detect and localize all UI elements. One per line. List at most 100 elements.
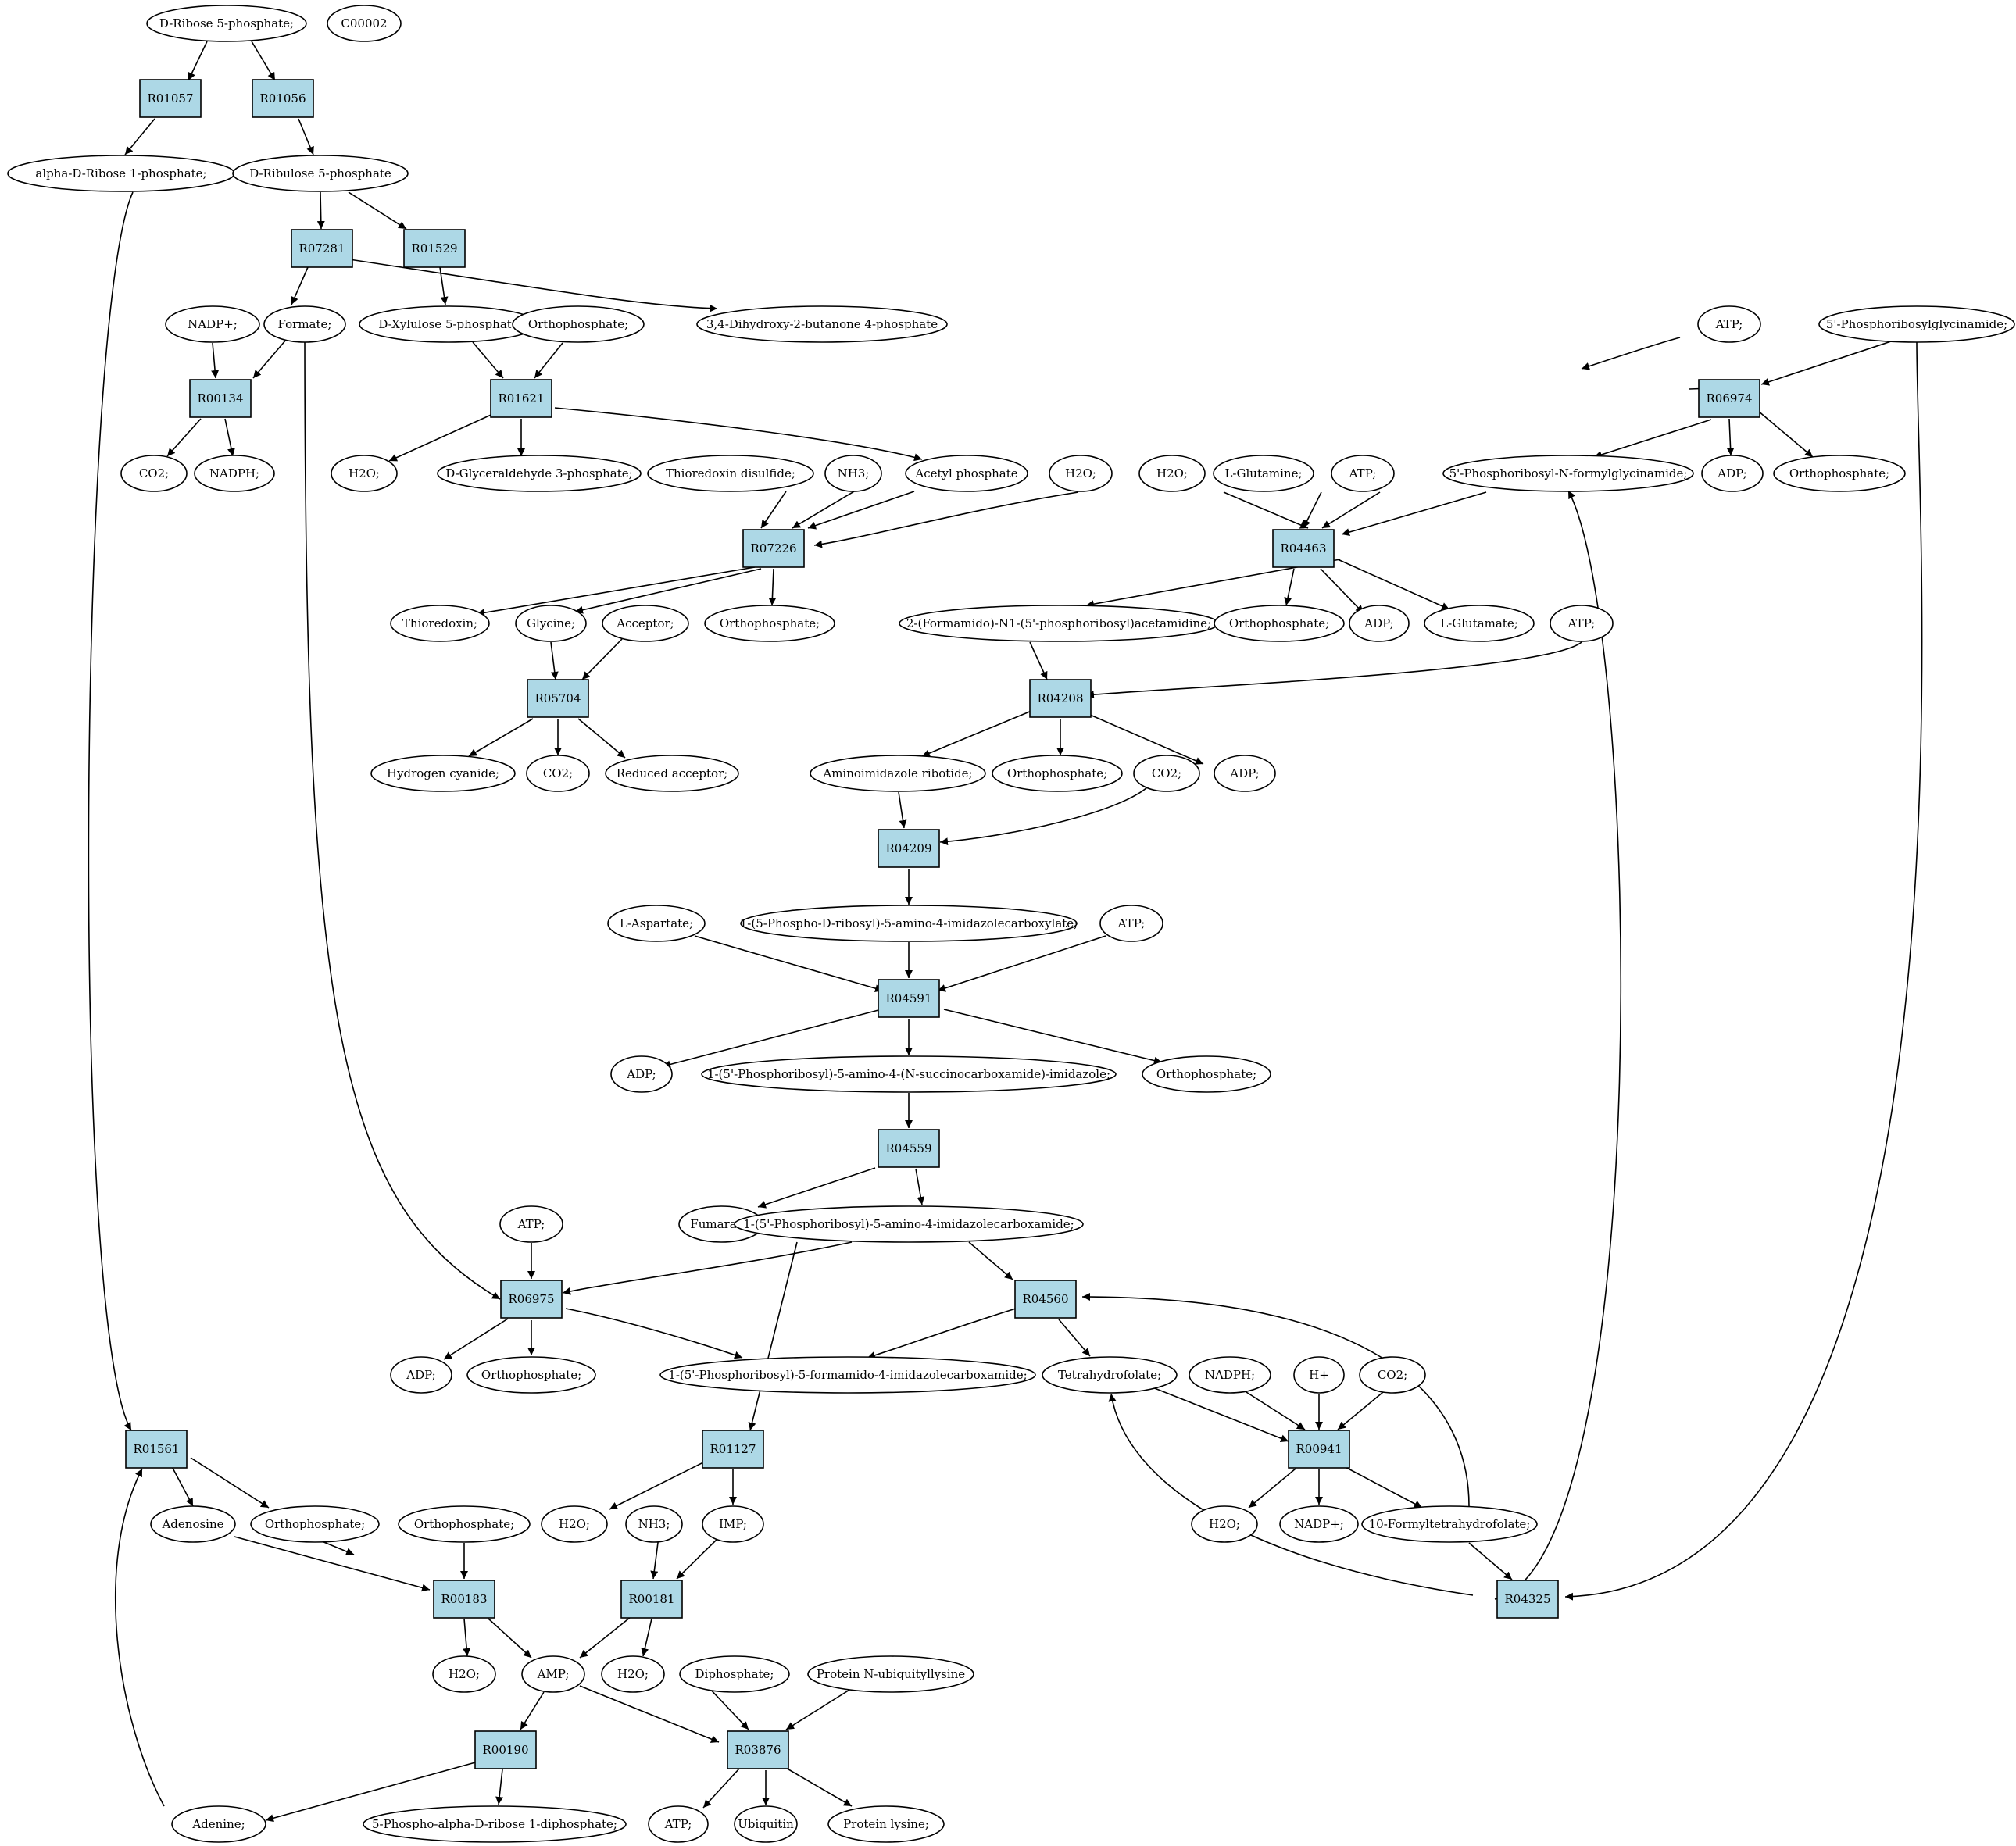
compound-node[interactable]: ADP; — [1701, 455, 1764, 492]
compound-node[interactable]: ADP; — [610, 1055, 673, 1093]
reaction-node[interactable]: R04463 — [1272, 529, 1335, 568]
compound-node[interactable]: Adenine; — [171, 1805, 266, 1843]
compound-node[interactable]: H2O; — [331, 455, 398, 492]
compound-node[interactable]: CO2; — [1359, 1356, 1426, 1394]
compound-node[interactable]: ATP; — [1099, 905, 1163, 942]
compound-node[interactable]: Diphosphate; — [679, 1655, 790, 1693]
compound-node[interactable]: CO2; — [120, 455, 188, 492]
compound-node[interactable]: Thioredoxin; — [390, 605, 490, 642]
compound-node[interactable]: Orthophosphate; — [704, 605, 835, 642]
compound-node[interactable]: Orthophosphate; — [992, 755, 1123, 792]
compound-node[interactable]: 5'-Phosphoribosyl-N-formylglycinamide; — [1442, 455, 1694, 492]
compound-node[interactable]: Thioredoxin disulfide; — [647, 455, 814, 492]
compound-node[interactable]: ATP; — [499, 1205, 563, 1243]
compound-node[interactable]: CO2; — [526, 755, 590, 792]
compound-node[interactable]: Orthophosphate; — [1142, 1055, 1271, 1093]
compound-node[interactable]: 5-Phospho-alpha-D-ribose 1-diphosphate; — [363, 1805, 627, 1843]
compound-node[interactable]: H2O; — [1138, 455, 1206, 492]
compound-node[interactable]: Orthophosphate; — [512, 305, 645, 343]
compound-node[interactable]: ATP; — [1331, 455, 1395, 492]
compound-node[interactable]: Protein N-ubiquityllysine — [807, 1655, 974, 1693]
compound-node[interactable]: C00002 — [327, 5, 402, 42]
compound-node[interactable]: NADPH; — [194, 455, 275, 492]
compound-node[interactable]: 2-(Formamido)-N1-(5'-phosphoribosyl)acet… — [899, 605, 1219, 642]
compound-node[interactable]: Orthophosphate; — [250, 1505, 380, 1543]
compound-node[interactable]: Ubiquitin — [734, 1805, 798, 1843]
reaction-node[interactable]: R01621 — [490, 379, 552, 418]
compound-node[interactable]: H2O; — [541, 1505, 608, 1543]
compound-node[interactable]: ATP; — [1550, 605, 1614, 642]
compound-node[interactable]: L-Glutamate; — [1424, 605, 1535, 642]
reaction-node[interactable]: R06975 — [500, 1280, 563, 1319]
reaction-node[interactable]: R00941 — [1288, 1430, 1350, 1469]
compound-node[interactable]: Orthophosphate; — [466, 1356, 596, 1394]
reaction-node[interactable]: R07226 — [742, 529, 805, 568]
reaction-node[interactable]: R00190 — [474, 1730, 537, 1769]
compound-node[interactable]: Hydrogen cyanide; — [370, 755, 516, 792]
compound-node[interactable]: Reduced acceptor; — [605, 755, 739, 792]
reaction-node[interactable]: R06974 — [1698, 379, 1760, 418]
compound-node[interactable]: 1-(5'-Phosphoribosyl)-5-formamido-4-imid… — [659, 1356, 1036, 1394]
compound-node[interactable]: Acetyl phosphate — [905, 455, 1028, 492]
compound-node[interactable]: Orthophosphate; — [1773, 455, 1906, 492]
compound-node[interactable]: 3,4-Dihydroxy-2-butanone 4-phosphate — [696, 305, 948, 343]
reaction-node[interactable]: R01056 — [252, 79, 314, 118]
compound-node[interactable]: Formate; — [263, 305, 346, 343]
compound-node[interactable]: Orthophosphate; — [398, 1505, 531, 1543]
compound-node[interactable]: H2O; — [1191, 1505, 1258, 1543]
compound-node[interactable]: H+ — [1293, 1356, 1345, 1394]
compound-node[interactable]: D-Glyceraldehyde 3-phosphate; — [437, 455, 642, 492]
compound-node[interactable]: ADP; — [390, 1356, 452, 1394]
compound-node[interactable]: 1-(5'-Phosphoribosyl)-5-amino-4-(N-succi… — [701, 1055, 1117, 1093]
compound-node[interactable]: ADP; — [1214, 755, 1276, 792]
compound-node[interactable]: Glycine; — [515, 605, 587, 642]
reaction-node[interactable]: R03876 — [727, 1730, 789, 1769]
compound-node[interactable]: NADPH; — [1189, 1356, 1271, 1394]
reaction-node[interactable]: R04559 — [878, 1129, 940, 1168]
compound-node[interactable]: 10-Formyltetrahydrofolate; — [1361, 1505, 1538, 1543]
reaction-node[interactable]: R01127 — [702, 1430, 764, 1469]
reaction-node[interactable]: R00183 — [433, 1580, 495, 1619]
compound-node[interactable]: Orthophosphate; — [1214, 605, 1345, 642]
reaction-node[interactable]: R04209 — [878, 829, 940, 868]
compound-node[interactable]: IMP; — [702, 1505, 764, 1543]
compound-node[interactable]: L-Aspartate; — [607, 905, 706, 942]
compound-node[interactable]: Adenosine — [150, 1505, 236, 1543]
compound-node[interactable]: H2O; — [432, 1655, 496, 1693]
reaction-node[interactable]: R01057 — [139, 79, 202, 118]
compound-node[interactable]: NADP+; — [1279, 1505, 1359, 1543]
compound-node[interactable]: ATP; — [1697, 305, 1761, 343]
compound-node[interactable]: L-Glutamine; — [1213, 455, 1314, 492]
compound-node[interactable]: 1-(5'-Phosphoribosyl)-5-amino-4-imidazol… — [734, 1205, 1084, 1243]
edge-arrow — [662, 1009, 882, 1069]
reaction-node[interactable]: R01561 — [125, 1430, 188, 1469]
reaction-node[interactable]: R04325 — [1496, 1580, 1559, 1619]
reaction-node[interactable]: R01529 — [403, 229, 466, 268]
compound-node[interactable]: CO2; — [1133, 755, 1200, 792]
compound-node[interactable]: AMP; — [521, 1655, 585, 1693]
compound-node[interactable]: D-Ribose 5-phosphate; — [146, 5, 307, 42]
reaction-node[interactable]: R00181 — [620, 1580, 683, 1619]
compound-node[interactable]: ADP; — [1349, 605, 1410, 642]
reaction-node[interactable]: R00134 — [189, 379, 252, 418]
reaction-node[interactable]: R05704 — [527, 679, 589, 718]
compound-node[interactable]: D-Ribulose 5-phosphate — [232, 155, 409, 192]
compound-node[interactable]: H2O; — [1049, 455, 1113, 492]
compound-node[interactable]: 1-(5-Phospho-D-ribosyl)-5-amino-4-imidaz… — [740, 905, 1078, 942]
compound-node[interactable]: Aminoimidazole ribotide; — [810, 755, 986, 792]
compound-node[interactable]: NH3; — [824, 455, 882, 492]
reaction-node[interactable]: R07281 — [291, 229, 353, 268]
compound-node[interactable]: ATP; — [648, 1805, 709, 1843]
compound-node[interactable]: 5'-Phosphoribosylglycinamide; — [1818, 305, 2015, 343]
compound-node[interactable]: alpha-D-Ribose 1-phosphate; — [7, 155, 235, 192]
compound-node[interactable]: Tetrahydrofolate; — [1042, 1356, 1178, 1394]
reaction-node[interactable]: R04560 — [1014, 1280, 1077, 1319]
compound-node[interactable]: NH3; — [625, 1505, 683, 1543]
reaction-node[interactable]: R04591 — [878, 979, 940, 1018]
compound-node[interactable]: H2O; — [601, 1655, 665, 1693]
reaction-node[interactable]: R04208 — [1029, 679, 1092, 718]
compound-node[interactable]: Acceptor; — [602, 605, 689, 642]
compound-node[interactable]: NADP+; — [165, 305, 260, 343]
compound-node[interactable]: D-Xylulose 5-phosphate — [359, 305, 538, 343]
compound-node[interactable]: Protein lysine; — [827, 1805, 945, 1843]
